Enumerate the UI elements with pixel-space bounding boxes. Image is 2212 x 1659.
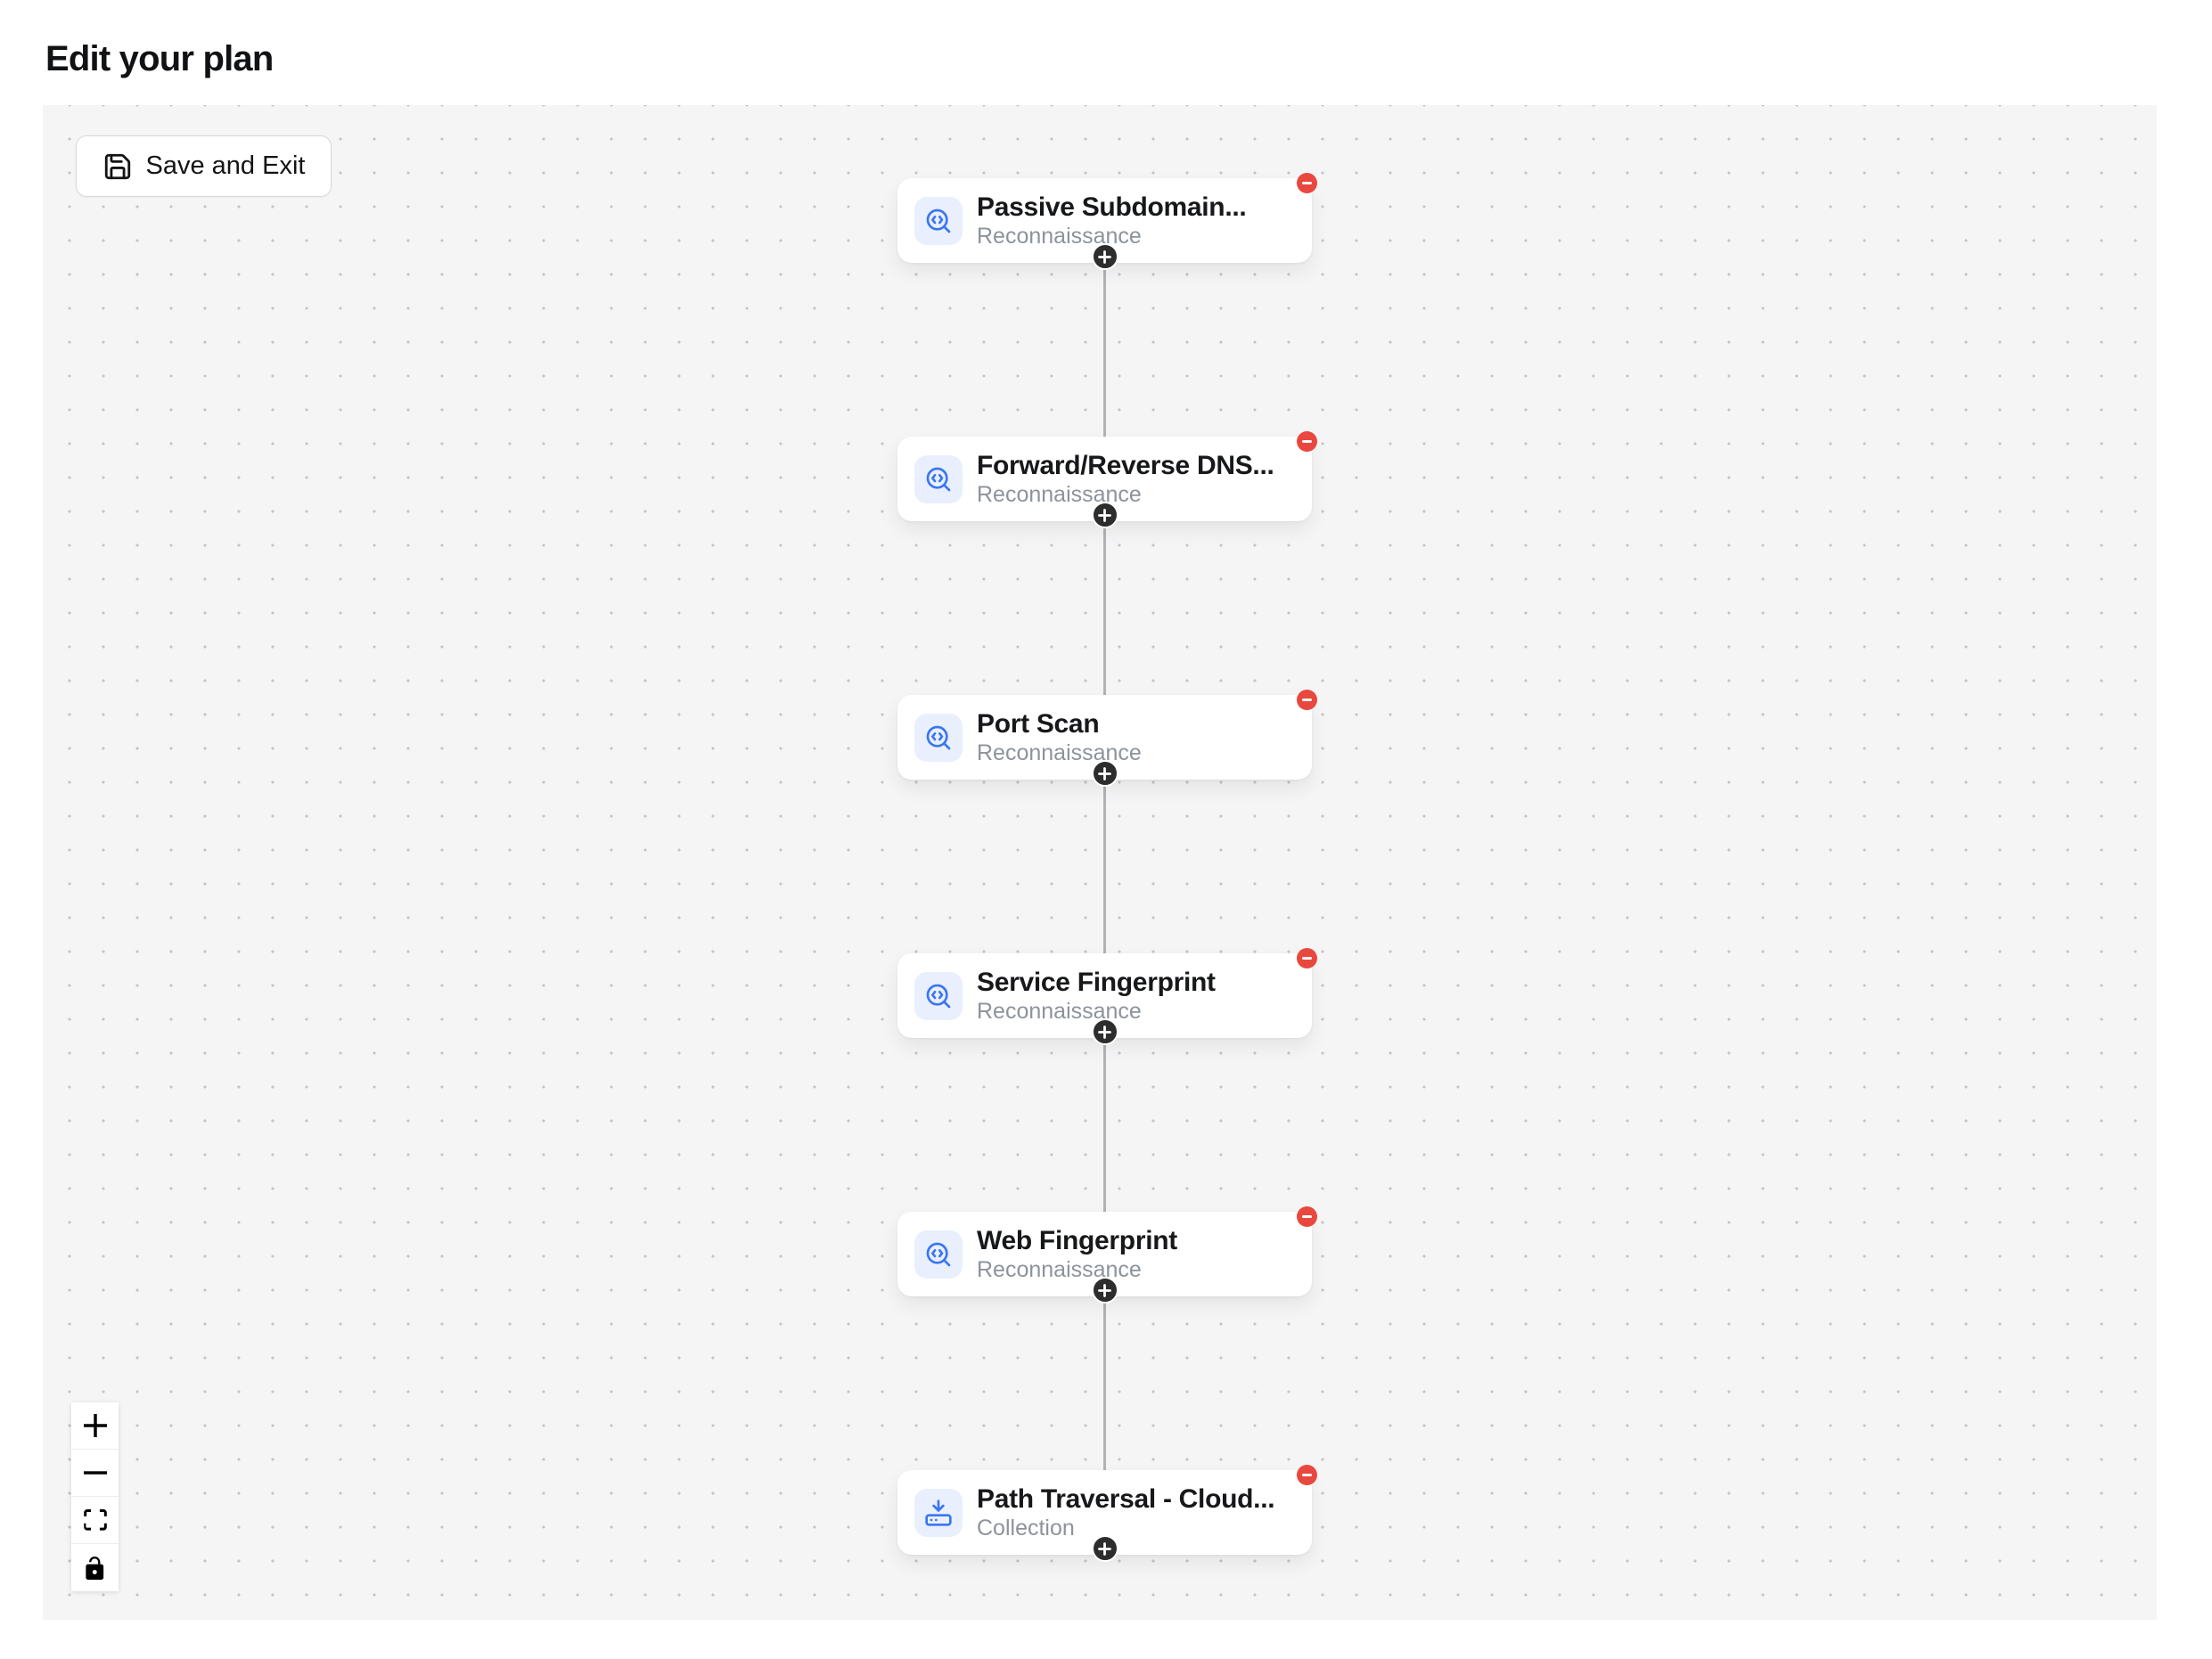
node-category: Reconnaissance xyxy=(977,999,1142,1025)
add-step-button[interactable] xyxy=(1091,243,1118,270)
node-text: Service Fingerprint Reconnaissance xyxy=(977,967,1216,1025)
node-category: Reconnaissance xyxy=(977,1257,1142,1283)
flow-edge-line xyxy=(1103,257,1106,1470)
minus-icon xyxy=(1302,957,1312,960)
plus-icon xyxy=(1098,249,1111,264)
search-code-icon xyxy=(914,196,963,245)
save-and-exit-button[interactable]: Save and Exit xyxy=(76,135,332,197)
node-category: Reconnaissance xyxy=(977,740,1142,766)
search-code-icon xyxy=(914,1230,963,1279)
plus-icon xyxy=(1098,1283,1111,1297)
minus-icon xyxy=(1302,182,1312,184)
flow-node-passive-subdomain[interactable]: Passive Subdomain... Reconnaissance xyxy=(897,173,1317,270)
search-code-icon xyxy=(914,454,963,503)
node-text: Port Scan Reconnaissance xyxy=(977,708,1142,766)
plus-icon xyxy=(1098,1025,1111,1039)
zoom-out-button[interactable] xyxy=(71,1450,119,1497)
canvas-controls xyxy=(71,1402,119,1591)
node-text: Path Traversal - Cloud... Collection xyxy=(977,1483,1275,1541)
node-category: Reconnaissance xyxy=(977,482,1142,508)
unlock-icon xyxy=(86,1556,104,1580)
plus-icon xyxy=(1098,766,1111,780)
search-code-icon xyxy=(914,713,963,762)
node-title: Port Scan xyxy=(977,709,1100,740)
node-category: Reconnaissance xyxy=(977,224,1142,249)
minus-icon xyxy=(1302,1215,1312,1218)
node-title: Path Traversal - Cloud... xyxy=(977,1484,1275,1515)
add-step-button[interactable] xyxy=(1091,760,1118,787)
flow-canvas[interactable]: Save and Exit Passive Subdomain... Recon… xyxy=(43,105,2157,1620)
add-step-button[interactable] xyxy=(1091,1535,1118,1562)
save-and-exit-label: Save and Exit xyxy=(145,151,306,180)
node-title: Passive Subdomain... xyxy=(977,192,1247,223)
node-text: Forward/Reverse DNS... Reconnaissance xyxy=(977,450,1274,508)
search-code-icon xyxy=(914,971,963,1020)
remove-node-button[interactable] xyxy=(1297,1465,1317,1485)
flow-node-path-traversal-cloud[interactable]: Path Traversal - Cloud... Collection xyxy=(897,1465,1317,1562)
add-step-button[interactable] xyxy=(1091,1277,1118,1304)
node-text: Passive Subdomain... Reconnaissance xyxy=(977,192,1247,249)
fit-view-icon xyxy=(83,1509,107,1531)
remove-node-button[interactable] xyxy=(1297,690,1317,710)
node-title: Service Fingerprint xyxy=(977,968,1216,998)
plus-icon xyxy=(1098,508,1111,522)
zoom-in-icon xyxy=(83,1414,107,1437)
minus-icon xyxy=(1302,1474,1312,1476)
save-icon xyxy=(102,151,133,182)
lock-toggle-button[interactable] xyxy=(71,1544,119,1591)
add-step-button[interactable] xyxy=(1091,502,1118,528)
hard-drive-download-icon xyxy=(914,1488,963,1537)
remove-node-button[interactable] xyxy=(1297,173,1317,193)
remove-node-button[interactable] xyxy=(1297,431,1317,452)
node-text: Web Fingerprint Reconnaissance xyxy=(977,1225,1177,1283)
flow-node-port-scan[interactable]: Port Scan Reconnaissance xyxy=(897,690,1317,787)
remove-node-button[interactable] xyxy=(1297,1206,1317,1227)
flow-node-service-fingerprint[interactable]: Service Fingerprint Reconnaissance xyxy=(897,948,1317,1045)
minus-icon xyxy=(1302,699,1312,701)
zoom-out-icon xyxy=(83,1471,107,1475)
page-title: Edit your plan xyxy=(45,39,274,78)
remove-node-button[interactable] xyxy=(1297,948,1317,968)
node-title: Forward/Reverse DNS... xyxy=(977,451,1274,481)
plus-icon xyxy=(1098,1541,1111,1556)
minus-icon xyxy=(1302,440,1312,443)
add-step-button[interactable] xyxy=(1091,1018,1118,1045)
flow-node-forward-reverse-dns[interactable]: Forward/Reverse DNS... Reconnaissance xyxy=(897,431,1317,528)
zoom-in-button[interactable] xyxy=(71,1402,119,1450)
flow-node-web-fingerprint[interactable]: Web Fingerprint Reconnaissance xyxy=(897,1206,1317,1304)
node-title: Web Fingerprint xyxy=(977,1226,1177,1256)
fit-view-button[interactable] xyxy=(71,1497,119,1544)
node-category: Collection xyxy=(977,1516,1075,1541)
